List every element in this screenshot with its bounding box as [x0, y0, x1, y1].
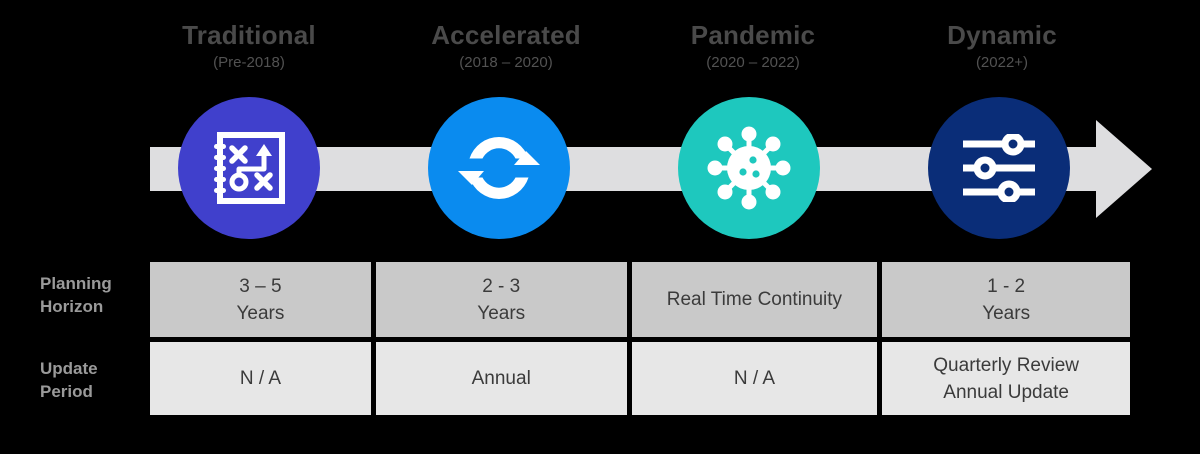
row-label-line-2: Horizon [40, 297, 104, 316]
cell-line-1: Real Time Continuity [666, 289, 843, 310]
phase-title: Dynamic [947, 20, 1057, 50]
phase-title: Accelerated [431, 20, 581, 50]
cell-line-1: 1 - 2 [987, 275, 1026, 297]
phase-header-1: Accelerated (2018 – 2020) [381, 20, 631, 74]
cell-line-1: 3 – 5 [239, 275, 282, 297]
table-cell: Real Time Continuity [631, 262, 878, 337]
phase-header-0: Traditional (Pre-2018) [124, 20, 374, 74]
phase-range: (Pre-2018) [213, 54, 285, 71]
cell-line-1: 2 - 3 [482, 275, 521, 297]
phase-range: (2018 – 2020) [459, 54, 553, 71]
row-label-line-1: Update [40, 359, 98, 378]
cell-line-1: N / A [239, 368, 282, 389]
table-row: N / A Annual N / A Quarterly Review Annu… [150, 342, 1130, 415]
phase-range: (2020 – 2022) [706, 54, 800, 71]
cell-line-2: Years [236, 302, 285, 324]
table-cell: Quarterly Review Annual Update [882, 342, 1130, 415]
phase-title: Traditional [182, 20, 316, 50]
row-label-line-1: Planning [40, 274, 112, 293]
table-row: 3 – 5 Years 2 - 3 Years Real Time Contin… [150, 262, 1130, 337]
phase-header-3: Dynamic (2022+) [877, 20, 1127, 74]
cell-line-1: Annual [471, 368, 531, 389]
cell-line-1: N / A [733, 368, 776, 389]
table-cell: 2 - 3 Years [375, 262, 627, 337]
phase-node-2[interactable] [678, 97, 820, 239]
row-label-update-period: Update Period [40, 357, 145, 403]
phase-range: (2022+) [975, 54, 1029, 71]
table-cell: N / A [150, 342, 371, 415]
cell-line-2: Years [982, 302, 1031, 324]
right-arrow-icon [1096, 120, 1152, 218]
strategy-playbook-icon [212, 131, 286, 205]
cell-line-2: Years [477, 302, 526, 324]
table-cell: N / A [631, 342, 878, 415]
table-cell: 3 – 5 Years [150, 262, 371, 337]
cell-line-1: Quarterly Review [933, 354, 1079, 376]
sliders-icon [961, 134, 1037, 202]
virus-icon [706, 125, 792, 211]
table-cell: 1 - 2 Years [882, 262, 1130, 337]
comparison-table: 3 – 5 Years 2 - 3 Years Real Time Contin… [150, 262, 1130, 415]
table-cell: Annual [375, 342, 627, 415]
phase-header-2: Pandemic (2020 – 2022) [628, 20, 878, 74]
row-label-line-2: Period [40, 382, 93, 401]
phase-node-0[interactable] [178, 97, 320, 239]
cell-line-2: Annual Update [943, 381, 1069, 403]
row-label-planning-horizon: Planning Horizon [40, 272, 145, 318]
sync-refresh-icon [458, 127, 540, 209]
phase-node-1[interactable] [428, 97, 570, 239]
phase-title: Pandemic [690, 20, 816, 50]
phase-node-3[interactable] [928, 97, 1070, 239]
